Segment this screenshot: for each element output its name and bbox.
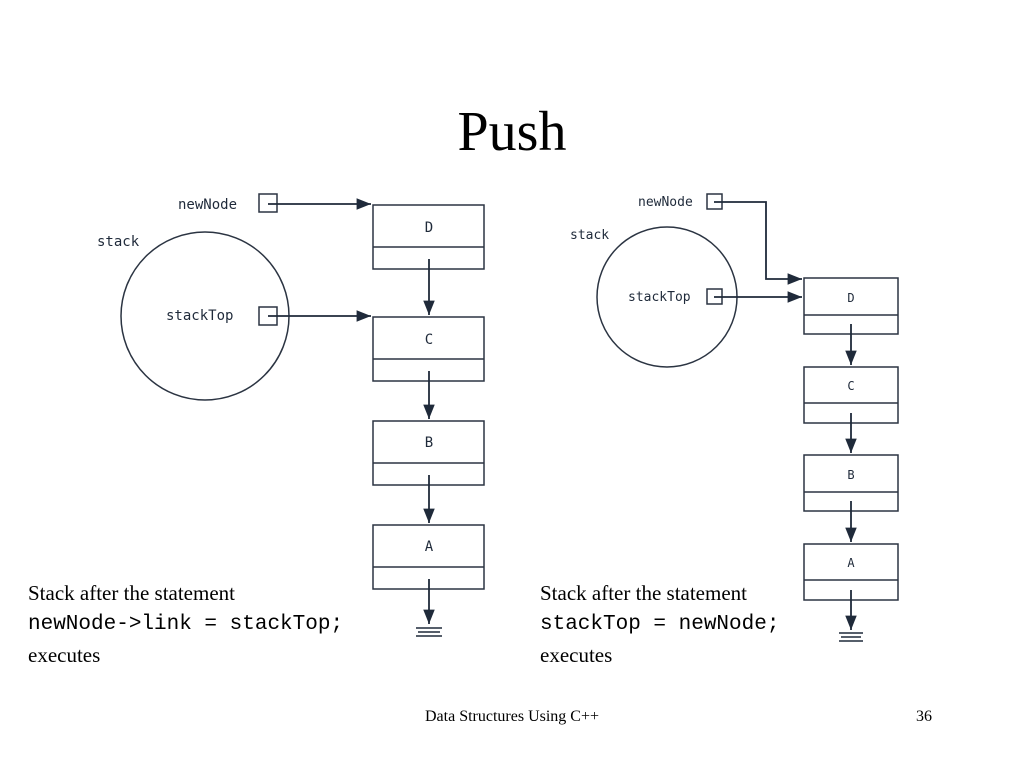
right-node-b-label: B (847, 468, 854, 482)
footer-text: Data Structures Using C++ (424, 708, 600, 725)
left-caption: Stack after the statement newNode->link … (28, 578, 343, 671)
left-newnode-label: newNode (178, 197, 237, 213)
left-null-ground-icon (416, 627, 442, 637)
right-stacktop-label: stackTop (628, 290, 691, 305)
left-diagram: newNode stack stackTop D C B (97, 193, 485, 637)
right-newnode-arrow (714, 201, 802, 285)
right-caption-line3: executes (540, 643, 613, 667)
right-caption-code: stackTop = newNode; (540, 613, 780, 636)
right-caption: Stack after the statement stackTop = new… (540, 578, 779, 671)
left-caption-code: newNode->link = stackTop; (28, 613, 344, 636)
page-number: 36 (916, 708, 932, 725)
right-node-c-label: C (847, 379, 854, 393)
right-stack-label: stack (570, 228, 609, 243)
left-stacktop-label: stackTop (166, 308, 233, 324)
left-caption-line3: executes (28, 643, 101, 667)
right-diagram: newNode stack stackTop D C B A (570, 193, 899, 642)
left-node-d-label: D (425, 220, 433, 236)
left-newnode-pointer-box (258, 193, 278, 213)
right-null-ground-icon (839, 632, 863, 642)
left-caption-line1: Stack after the statement (28, 581, 235, 605)
left-node-a-label: A (425, 539, 434, 555)
slide-title: Push (457, 101, 567, 163)
right-caption-line1: Stack after the statement (540, 581, 747, 605)
left-node-c-label: C (425, 332, 433, 348)
right-newnode-label: newNode (638, 195, 693, 210)
right-node-d-label: D (847, 291, 854, 305)
right-node-a-label: A (847, 556, 855, 570)
left-node-b-label: B (425, 435, 433, 451)
left-stack-label: stack (97, 234, 140, 250)
